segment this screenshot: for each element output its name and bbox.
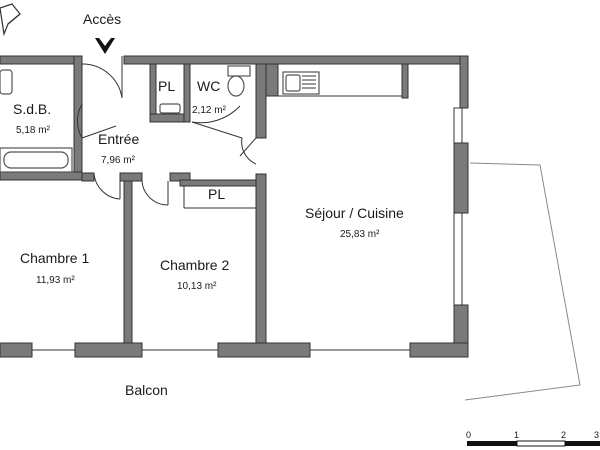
scale-tick-2: 2 <box>561 430 567 440</box>
scale-bar <box>467 440 600 447</box>
wc-name: WC <box>197 78 221 94</box>
sdb-area: 5,18 m² <box>16 125 50 136</box>
walls <box>0 55 469 358</box>
scale-tick-1: 1 <box>514 430 520 440</box>
thin-lines <box>32 56 410 351</box>
access-arrow-icon <box>95 38 115 54</box>
chambre2-name: Chambre 2 <box>160 257 230 273</box>
north-arrow-icon <box>0 3 21 37</box>
chambre2-area: 10,13 m² <box>177 281 217 292</box>
chambre1-area: 11,93 m² <box>36 275 75 286</box>
sdb-name: S.d.B. <box>13 101 52 117</box>
access-label: Accès <box>83 11 122 27</box>
kitchen-sink-icon <box>282 71 320 95</box>
pl-top-label: PL <box>158 78 176 94</box>
bathtub <box>0 147 73 173</box>
pl-mid-label: PL <box>208 186 226 202</box>
chambre1-name: Chambre 1 <box>20 250 90 266</box>
entree-area: 7,96 m² <box>101 155 135 166</box>
wc-sink-icon <box>159 103 181 114</box>
scale-tick-3: 3 <box>594 430 600 440</box>
scale-tick-0: 0 <box>466 430 472 440</box>
sejour-area: 25,83 m² <box>340 229 380 240</box>
entree-name: Entrée <box>98 131 140 147</box>
balcony-outline <box>464 162 581 401</box>
toilet-icon <box>227 65 251 97</box>
sejour-name: Séjour / Cuisine <box>305 205 404 221</box>
balcon-name: Balcon <box>125 382 168 398</box>
sink-icon <box>0 69 13 95</box>
wc-area: 2,12 m² <box>192 105 226 116</box>
